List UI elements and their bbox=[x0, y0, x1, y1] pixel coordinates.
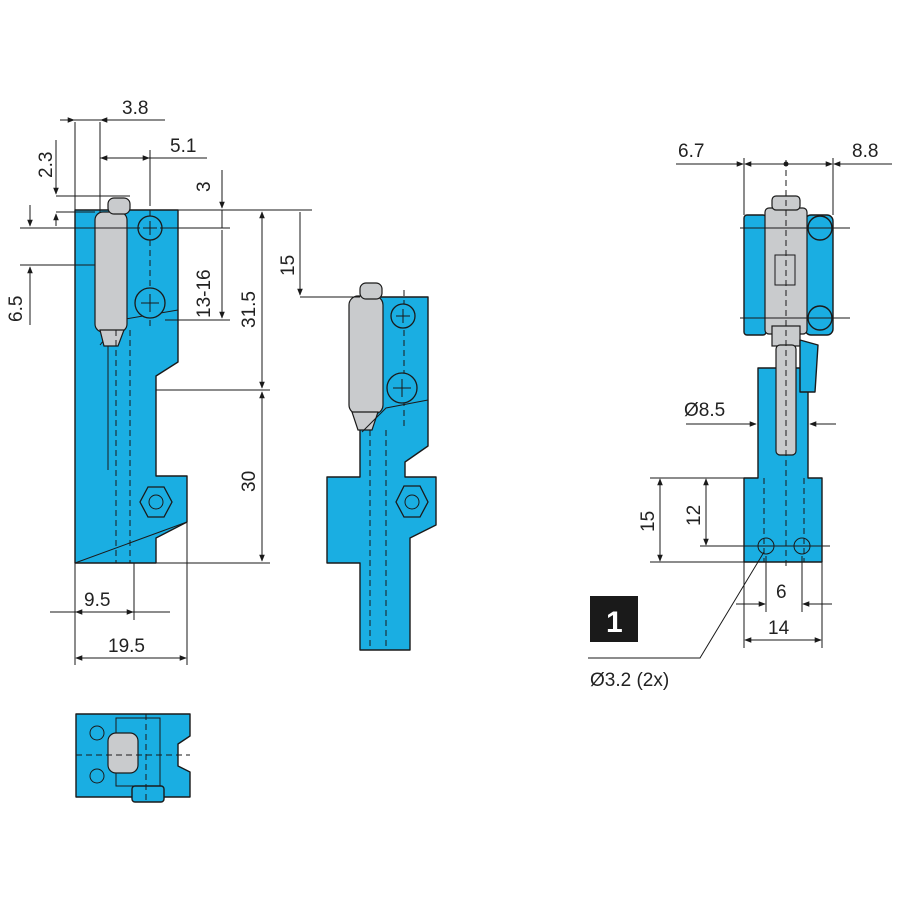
dim-19-5: 19.5 bbox=[108, 636, 145, 657]
dim-12: 12 bbox=[684, 505, 705, 526]
dim-dia-8-5: Ø8.5 bbox=[684, 400, 725, 421]
dim-15-side: 15 bbox=[638, 511, 659, 532]
dim-14: 14 bbox=[768, 618, 790, 639]
dim-31-5: 31.5 bbox=[239, 291, 260, 328]
dim-13-16: 13-16 bbox=[194, 269, 215, 318]
middle-nut bbox=[395, 485, 429, 518]
dim-6: 6 bbox=[776, 582, 787, 603]
front-view: 3.8 5.1 2.3 6.5 3 13-16 31.5 bbox=[6, 98, 312, 665]
dim-8-8: 8.8 bbox=[852, 141, 878, 162]
dim-3-8: 3.8 bbox=[122, 98, 148, 119]
dim-6-7: 6.7 bbox=[678, 141, 704, 162]
dim-30: 30 bbox=[239, 471, 260, 492]
dim-5-1: 5.1 bbox=[170, 136, 196, 157]
front-view-body bbox=[74, 209, 188, 564]
middle-view-switch bbox=[348, 295, 384, 415]
dim-6-5: 6.5 bbox=[6, 296, 27, 322]
dim-3: 3 bbox=[194, 181, 215, 192]
dim-2-3: 2.3 bbox=[36, 152, 57, 178]
front-nut bbox=[139, 486, 173, 518]
side-view: 6.7 8.8 Ø8.5 15 12 6 14 1 Ø3.2 bbox=[588, 141, 892, 691]
figure-badge bbox=[590, 596, 638, 642]
dim-15-middle: 15 bbox=[278, 255, 299, 276]
hole-note: Ø3.2 (2x) bbox=[590, 670, 669, 691]
top-view bbox=[75, 713, 191, 803]
side-view-plate-left bbox=[743, 214, 767, 336]
dim-9-5: 9.5 bbox=[84, 590, 110, 611]
figure-badge-number: 1 bbox=[606, 606, 623, 639]
front-view-switch bbox=[94, 211, 128, 333]
top-view-switch bbox=[107, 732, 139, 774]
middle-view: 15 bbox=[278, 212, 437, 651]
